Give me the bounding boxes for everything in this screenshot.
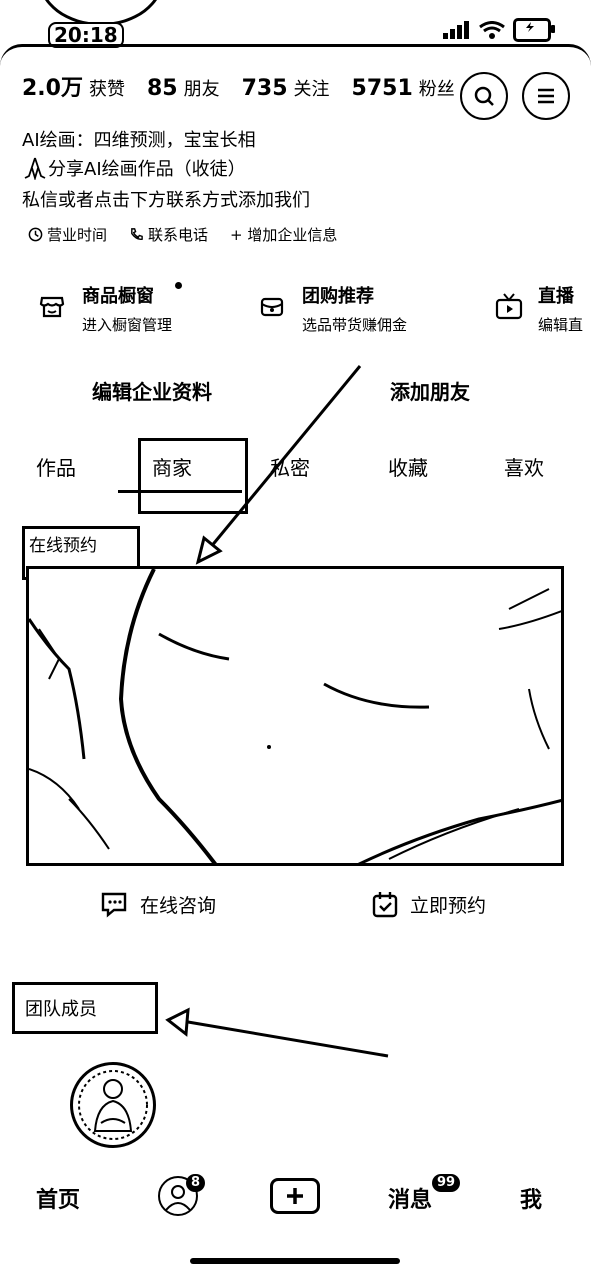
team-member-avatar[interactable]: [70, 1062, 156, 1148]
annotation-box-team: 团队成员: [12, 982, 158, 1034]
business-info-row: 营业时间 联系电话 + 增加企业信息: [28, 224, 337, 245]
bottom-navigation: 首页 8 消息 99 我: [0, 1172, 591, 1222]
nav-create-button[interactable]: [270, 1178, 320, 1214]
profile-tabs: 作品 商家 私密 收藏 喜欢: [0, 452, 591, 492]
home-indicator: [190, 1258, 400, 1264]
status-time: 20:18: [48, 22, 124, 48]
menu-button[interactable]: [522, 72, 570, 120]
wifi-icon: [479, 21, 505, 39]
book-now-button[interactable]: 立即预约: [370, 890, 486, 918]
sheet-edge: [0, 44, 591, 87]
service-cover-image[interactable]: [26, 566, 564, 866]
annotation-label-team: 团队成员: [25, 999, 97, 1020]
tv-icon: [495, 293, 523, 320]
business-hours[interactable]: 营业时间: [28, 224, 107, 245]
baby-face-image: [29, 569, 561, 863]
bio-line-1: AI绘画：四维预测，宝宝长相: [22, 130, 256, 151]
battery-icon: [513, 18, 555, 42]
store-icon: [39, 296, 65, 318]
contact-phone[interactable]: 联系电话: [129, 224, 208, 245]
calendar-icon: [372, 892, 398, 918]
nav-home[interactable]: 首页: [36, 1188, 81, 1213]
buddha-avatar-image: [78, 1070, 148, 1140]
tab-works[interactable]: 作品: [36, 456, 76, 480]
group-buy-entry[interactable]: 团购推荐 选品带货赚佣金: [256, 282, 407, 335]
nav-messages[interactable]: 消息: [388, 1188, 433, 1213]
tab-favorites[interactable]: 收藏: [388, 456, 428, 480]
clock-icon: [28, 227, 43, 242]
visitor-search-button[interactable]: [460, 72, 508, 120]
bio-line-3: 私信或者点击下方联系方式添加我们: [22, 190, 310, 211]
shop-window-entry[interactable]: 商品橱窗 进入橱窗管理: [36, 282, 183, 335]
plus-icon: [287, 1188, 303, 1204]
friend-avatar-icon: [165, 1185, 191, 1211]
bio-line-2: 分享AI绘画作品（收徒）: [22, 155, 246, 181]
chat-icon: [101, 892, 127, 918]
search-icon: [474, 86, 494, 106]
phone-icon: [131, 228, 143, 241]
friends-badge: 8: [186, 1174, 206, 1192]
signal-icon: [443, 21, 471, 39]
status-icons: [443, 18, 555, 42]
live-entry[interactable]: 直播 编辑直: [494, 282, 583, 335]
add-friend-button[interactable]: 添加朋友: [390, 380, 470, 404]
stat-likes[interactable]: 2.0万获赞: [22, 76, 125, 101]
annotation-box-merchant-tab: [138, 438, 248, 514]
add-business-info[interactable]: + 增加企业信息: [230, 226, 338, 244]
tab-merchant[interactable]: 商家: [152, 456, 192, 480]
coupon-icon: [260, 297, 284, 317]
active-tab-underline: [118, 490, 242, 493]
edit-business-profile-button[interactable]: 编辑企业资料: [92, 380, 212, 404]
red-dot: [175, 282, 183, 289]
tab-likes[interactable]: 喜欢: [504, 456, 544, 480]
menu-icon: [538, 88, 554, 104]
messages-badge: 99: [432, 1174, 461, 1192]
pray-hands-icon: [24, 157, 46, 180]
annotation-label-booking: 在线预约: [29, 536, 97, 556]
nav-me[interactable]: 我: [520, 1188, 543, 1213]
online-consult-button[interactable]: 在线咨询: [100, 890, 216, 918]
